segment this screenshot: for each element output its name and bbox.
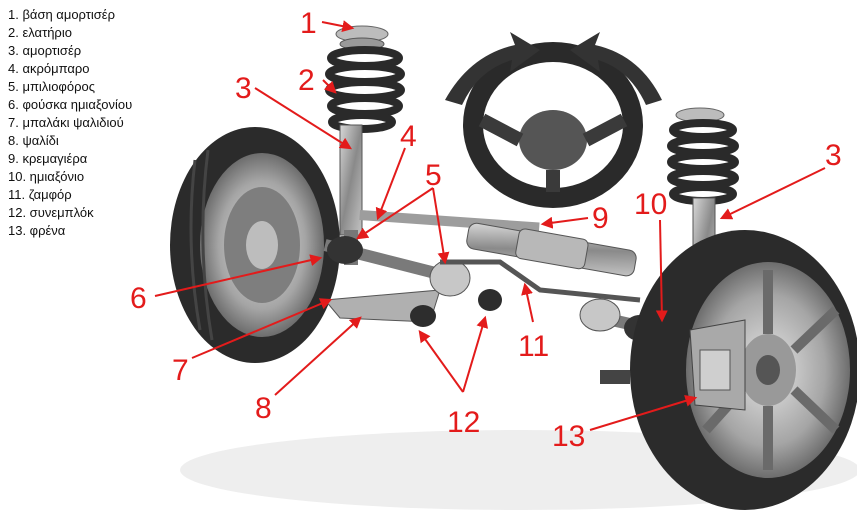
- legend-item: 8. ψαλίδι: [8, 133, 59, 148]
- left-wheel: [170, 127, 340, 363]
- brake-caliper: [689, 319, 746, 411]
- callout-number: 3: [825, 139, 842, 172]
- legend-item: 10. ημιαξόνιο: [8, 169, 85, 184]
- callout-number: 8: [255, 392, 272, 425]
- callout-number: 1: [300, 7, 317, 40]
- callout-number: 9: [592, 202, 609, 235]
- legend-item: 12. συνεμπλόκ: [8, 205, 94, 220]
- rotate-left-arrow-icon: [445, 32, 540, 105]
- steering-wheel: [463, 42, 643, 208]
- callout-number: 7: [172, 354, 189, 387]
- callout-number: 10: [634, 188, 667, 221]
- legend-item: 11. ζαμφόρ: [8, 187, 72, 202]
- legend-item: 13. φρένα: [8, 223, 66, 238]
- legend-item: 5. μπιλιοφόρος: [8, 79, 95, 94]
- parts-legend: 1. βάση αμορτισέρ 2. ελατήριο 3. αμορτισ…: [8, 6, 132, 240]
- legend-item: 4. ακρόμπαρο: [8, 61, 90, 76]
- callout-number: 6: [130, 282, 147, 315]
- legend-item: 2. ελατήριο: [8, 25, 72, 40]
- callout-number: 4: [400, 120, 417, 153]
- callout-lines: [154, 20, 826, 431]
- callout-number: 11: [518, 330, 549, 363]
- legend-item: 3. αμορτισέρ: [8, 43, 82, 58]
- callout-number: 3: [235, 72, 252, 105]
- callout-number: 13: [552, 420, 585, 453]
- left-strut: [325, 25, 405, 265]
- legend-item: 6. φούσκα ημιαξονίου: [8, 97, 133, 112]
- callout-number: 2: [298, 64, 315, 97]
- legend-item: 7. μπαλάκι ψαλιδιού: [8, 115, 124, 130]
- callout-number: 12: [447, 406, 480, 439]
- rotate-right-arrow-icon: [570, 32, 662, 105]
- legend-item: 1. βάση αμορτισέρ: [8, 7, 115, 22]
- legend-item: 9. κρεμαγιέρα: [8, 151, 88, 166]
- steering-rack: [466, 222, 637, 277]
- anti-roll-bar: [440, 259, 641, 303]
- callout-number: 5: [425, 159, 442, 192]
